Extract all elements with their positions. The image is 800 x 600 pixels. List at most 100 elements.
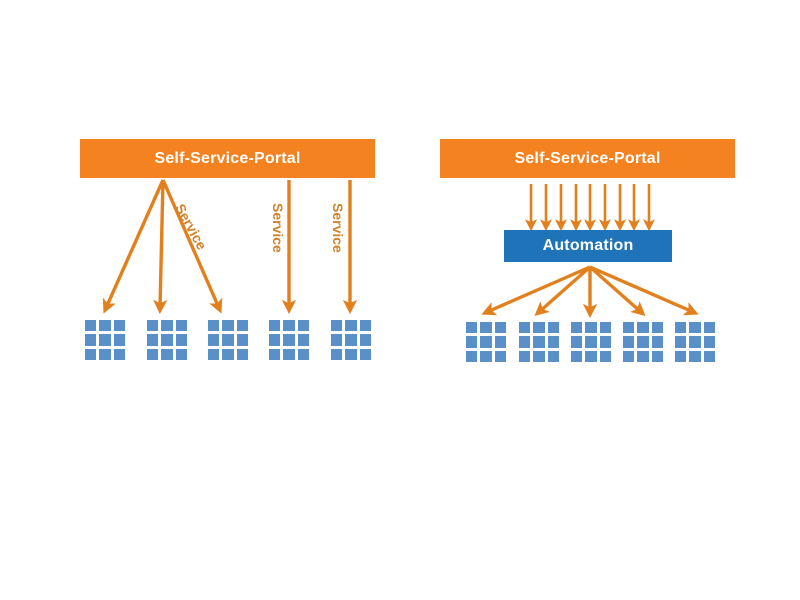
deploy-arrow-group	[481, 265, 699, 319]
server-grid-cell	[599, 322, 611, 334]
server-grid-cell	[623, 322, 635, 334]
server-grid-cell	[533, 322, 545, 334]
server-grid-cell	[208, 334, 220, 346]
server-grid-cell	[175, 348, 187, 360]
deploy-arrow-4	[588, 265, 646, 317]
service-label: Service	[270, 203, 286, 253]
server-grid-icon	[519, 322, 559, 362]
server-grid-cell	[283, 334, 295, 346]
server-grid-icon	[331, 320, 371, 360]
server-grid-cell	[571, 350, 583, 362]
left-arrow-group	[102, 179, 358, 315]
server-grid-cell	[222, 320, 234, 332]
server-grid-cell	[547, 322, 559, 334]
server-grid-cell	[175, 334, 187, 346]
server-grid-cell	[585, 336, 597, 348]
request-arrow-group	[525, 184, 655, 232]
server-grid-icon	[571, 322, 611, 362]
server-grid-cell	[585, 322, 597, 334]
server-grid-cell	[519, 350, 531, 362]
server-grid-cell	[283, 348, 295, 360]
server-grid-cell	[269, 348, 281, 360]
server-grid-cell	[99, 348, 111, 360]
server-grid-cell	[689, 350, 701, 362]
server-grid-cell	[703, 350, 715, 362]
server-grid-cell	[480, 322, 492, 334]
server-grid-icon	[675, 322, 715, 362]
server-grid-cell	[359, 348, 371, 360]
server-grid-cell	[533, 336, 545, 348]
server-grid-cell	[651, 350, 663, 362]
server-grid-icon	[147, 320, 187, 360]
server-grid-cell	[637, 322, 649, 334]
server-grid-cell	[208, 348, 220, 360]
server-grid-icon	[466, 322, 506, 362]
server-grid-cell	[599, 336, 611, 348]
server-grid-cell	[689, 322, 701, 334]
right-self-service-portal-box[interactable]: Self-Service-Portal	[440, 139, 735, 178]
server-grid-cell	[675, 350, 687, 362]
server-grid-cell	[494, 336, 506, 348]
server-grid-cell	[297, 334, 309, 346]
server-grid-cell	[99, 334, 111, 346]
server-grid-cell	[297, 348, 309, 360]
server-grid-cell	[599, 350, 611, 362]
server-grid-cell	[345, 334, 357, 346]
deploy-arrow-1	[481, 265, 591, 316]
fan-arrow-1	[102, 179, 165, 314]
left-self-service-portal-box[interactable]: Self-Service-Portal	[80, 139, 375, 178]
server-grid-cell	[637, 336, 649, 348]
server-grid-cell	[547, 350, 559, 362]
left-portal-label: Self-Service-Portal	[154, 149, 301, 167]
fan-arrow-2	[153, 179, 168, 315]
server-grid-cell	[494, 350, 506, 362]
server-grid-cell	[359, 320, 371, 332]
server-grid-cell	[222, 334, 234, 346]
server-grid-cell	[331, 320, 343, 332]
server-grid-cell	[99, 320, 111, 332]
server-grid-cell	[519, 336, 531, 348]
server-grid-cell	[689, 336, 701, 348]
server-grid-cell	[222, 348, 234, 360]
server-grid-cell	[703, 336, 715, 348]
server-grid-cell	[637, 350, 649, 362]
server-grid-cell	[675, 336, 687, 348]
server-grid-cell	[331, 334, 343, 346]
server-grid-cell	[236, 320, 248, 332]
server-grid-cell	[161, 320, 173, 332]
server-grid-cell	[703, 322, 715, 334]
server-grid-cell	[480, 350, 492, 362]
server-grid-cell	[147, 320, 159, 332]
automation-box[interactable]: Automation	[504, 230, 672, 262]
server-grid-cell	[161, 348, 173, 360]
server-grid-cell	[585, 350, 597, 362]
server-grid-cell	[85, 334, 97, 346]
server-grid-cell	[494, 322, 506, 334]
server-grid-cell	[331, 348, 343, 360]
server-grid-cell	[175, 320, 187, 332]
server-grid-cell	[571, 336, 583, 348]
server-grid-cell	[466, 336, 478, 348]
server-grid-cell	[113, 334, 125, 346]
server-grid-cell	[283, 320, 295, 332]
server-grid-cell	[147, 334, 159, 346]
server-grid-cell	[651, 322, 663, 334]
server-grid-cell	[85, 320, 97, 332]
server-grid-cell	[113, 348, 125, 360]
server-grid-cell	[571, 322, 583, 334]
server-grid-cell	[651, 336, 663, 348]
server-grid-cell	[85, 348, 97, 360]
server-grid-cell	[236, 348, 248, 360]
server-grid-icon	[85, 320, 125, 360]
server-grid-cell	[359, 334, 371, 346]
server-grid-cell	[113, 320, 125, 332]
server-grid-cell	[236, 334, 248, 346]
server-grid-cell	[547, 336, 559, 348]
server-grid-icon	[623, 322, 663, 362]
deploy-arrow-2	[534, 265, 592, 317]
fan-arrow-3	[161, 179, 223, 314]
server-grid-cell	[623, 336, 635, 348]
server-grid-cell	[480, 336, 492, 348]
server-grid-cell	[269, 334, 281, 346]
